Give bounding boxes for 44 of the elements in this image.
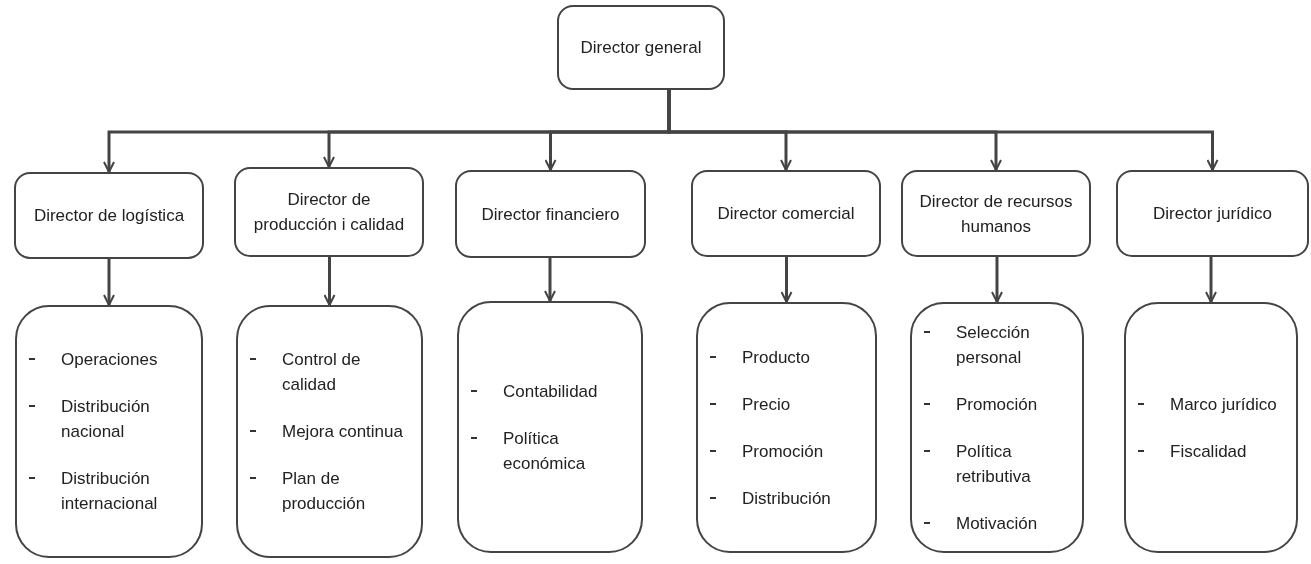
role-box bbox=[455, 170, 646, 258]
list-box bbox=[910, 302, 1084, 553]
list-item: Marco jurídico bbox=[1170, 393, 1277, 416]
list-item: Distribución nacional bbox=[61, 396, 151, 443]
arrow bbox=[1205, 257, 1217, 303]
list-item: Promoción bbox=[956, 393, 1038, 416]
list-box bbox=[457, 301, 643, 553]
arrow bbox=[103, 259, 115, 306]
list-item: Distribución internacional bbox=[61, 468, 159, 515]
list-box bbox=[15, 305, 203, 558]
arrow bbox=[323, 257, 336, 306]
list-item: Política retributiva bbox=[956, 440, 1032, 488]
role-box bbox=[557, 5, 725, 90]
role-box bbox=[901, 170, 1091, 257]
role-title: Director de recursos humanos bbox=[918, 190, 1074, 238]
list-box bbox=[1124, 302, 1298, 553]
list-item: Promoción bbox=[742, 440, 824, 463]
list-item: Producto bbox=[742, 346, 811, 369]
role-box bbox=[234, 167, 424, 257]
role-box bbox=[691, 170, 881, 257]
role-title: Director de logística bbox=[33, 205, 185, 227]
role-title: Director general bbox=[580, 37, 702, 59]
arrow bbox=[780, 257, 793, 303]
arrow bbox=[544, 258, 556, 302]
list-box bbox=[696, 302, 877, 553]
list-item: Contabilidad bbox=[503, 380, 598, 403]
list-item: Control de calidad bbox=[282, 349, 362, 396]
list-item: Selección personal bbox=[956, 321, 1031, 369]
list-item: Plan de producción bbox=[282, 468, 367, 515]
role-title: Director jurídico bbox=[1152, 203, 1272, 225]
role-box bbox=[14, 172, 204, 259]
list-item: Mejora continua bbox=[282, 421, 403, 443]
arrow bbox=[991, 257, 1003, 303]
list-item: Política económica bbox=[503, 427, 587, 475]
role-title: Director comercial bbox=[717, 203, 855, 225]
role-title: Director financiero bbox=[481, 203, 620, 226]
list-item: Precio bbox=[742, 393, 791, 416]
role-title: Director de producción i calidad bbox=[252, 189, 406, 236]
list-item: Distribución bbox=[742, 487, 831, 510]
list-item: Motivación bbox=[956, 512, 1038, 535]
role-box bbox=[1116, 170, 1309, 257]
list-box bbox=[236, 305, 423, 558]
list-item: Operaciones bbox=[61, 349, 158, 371]
list-item: Fiscalidad bbox=[1170, 440, 1247, 463]
